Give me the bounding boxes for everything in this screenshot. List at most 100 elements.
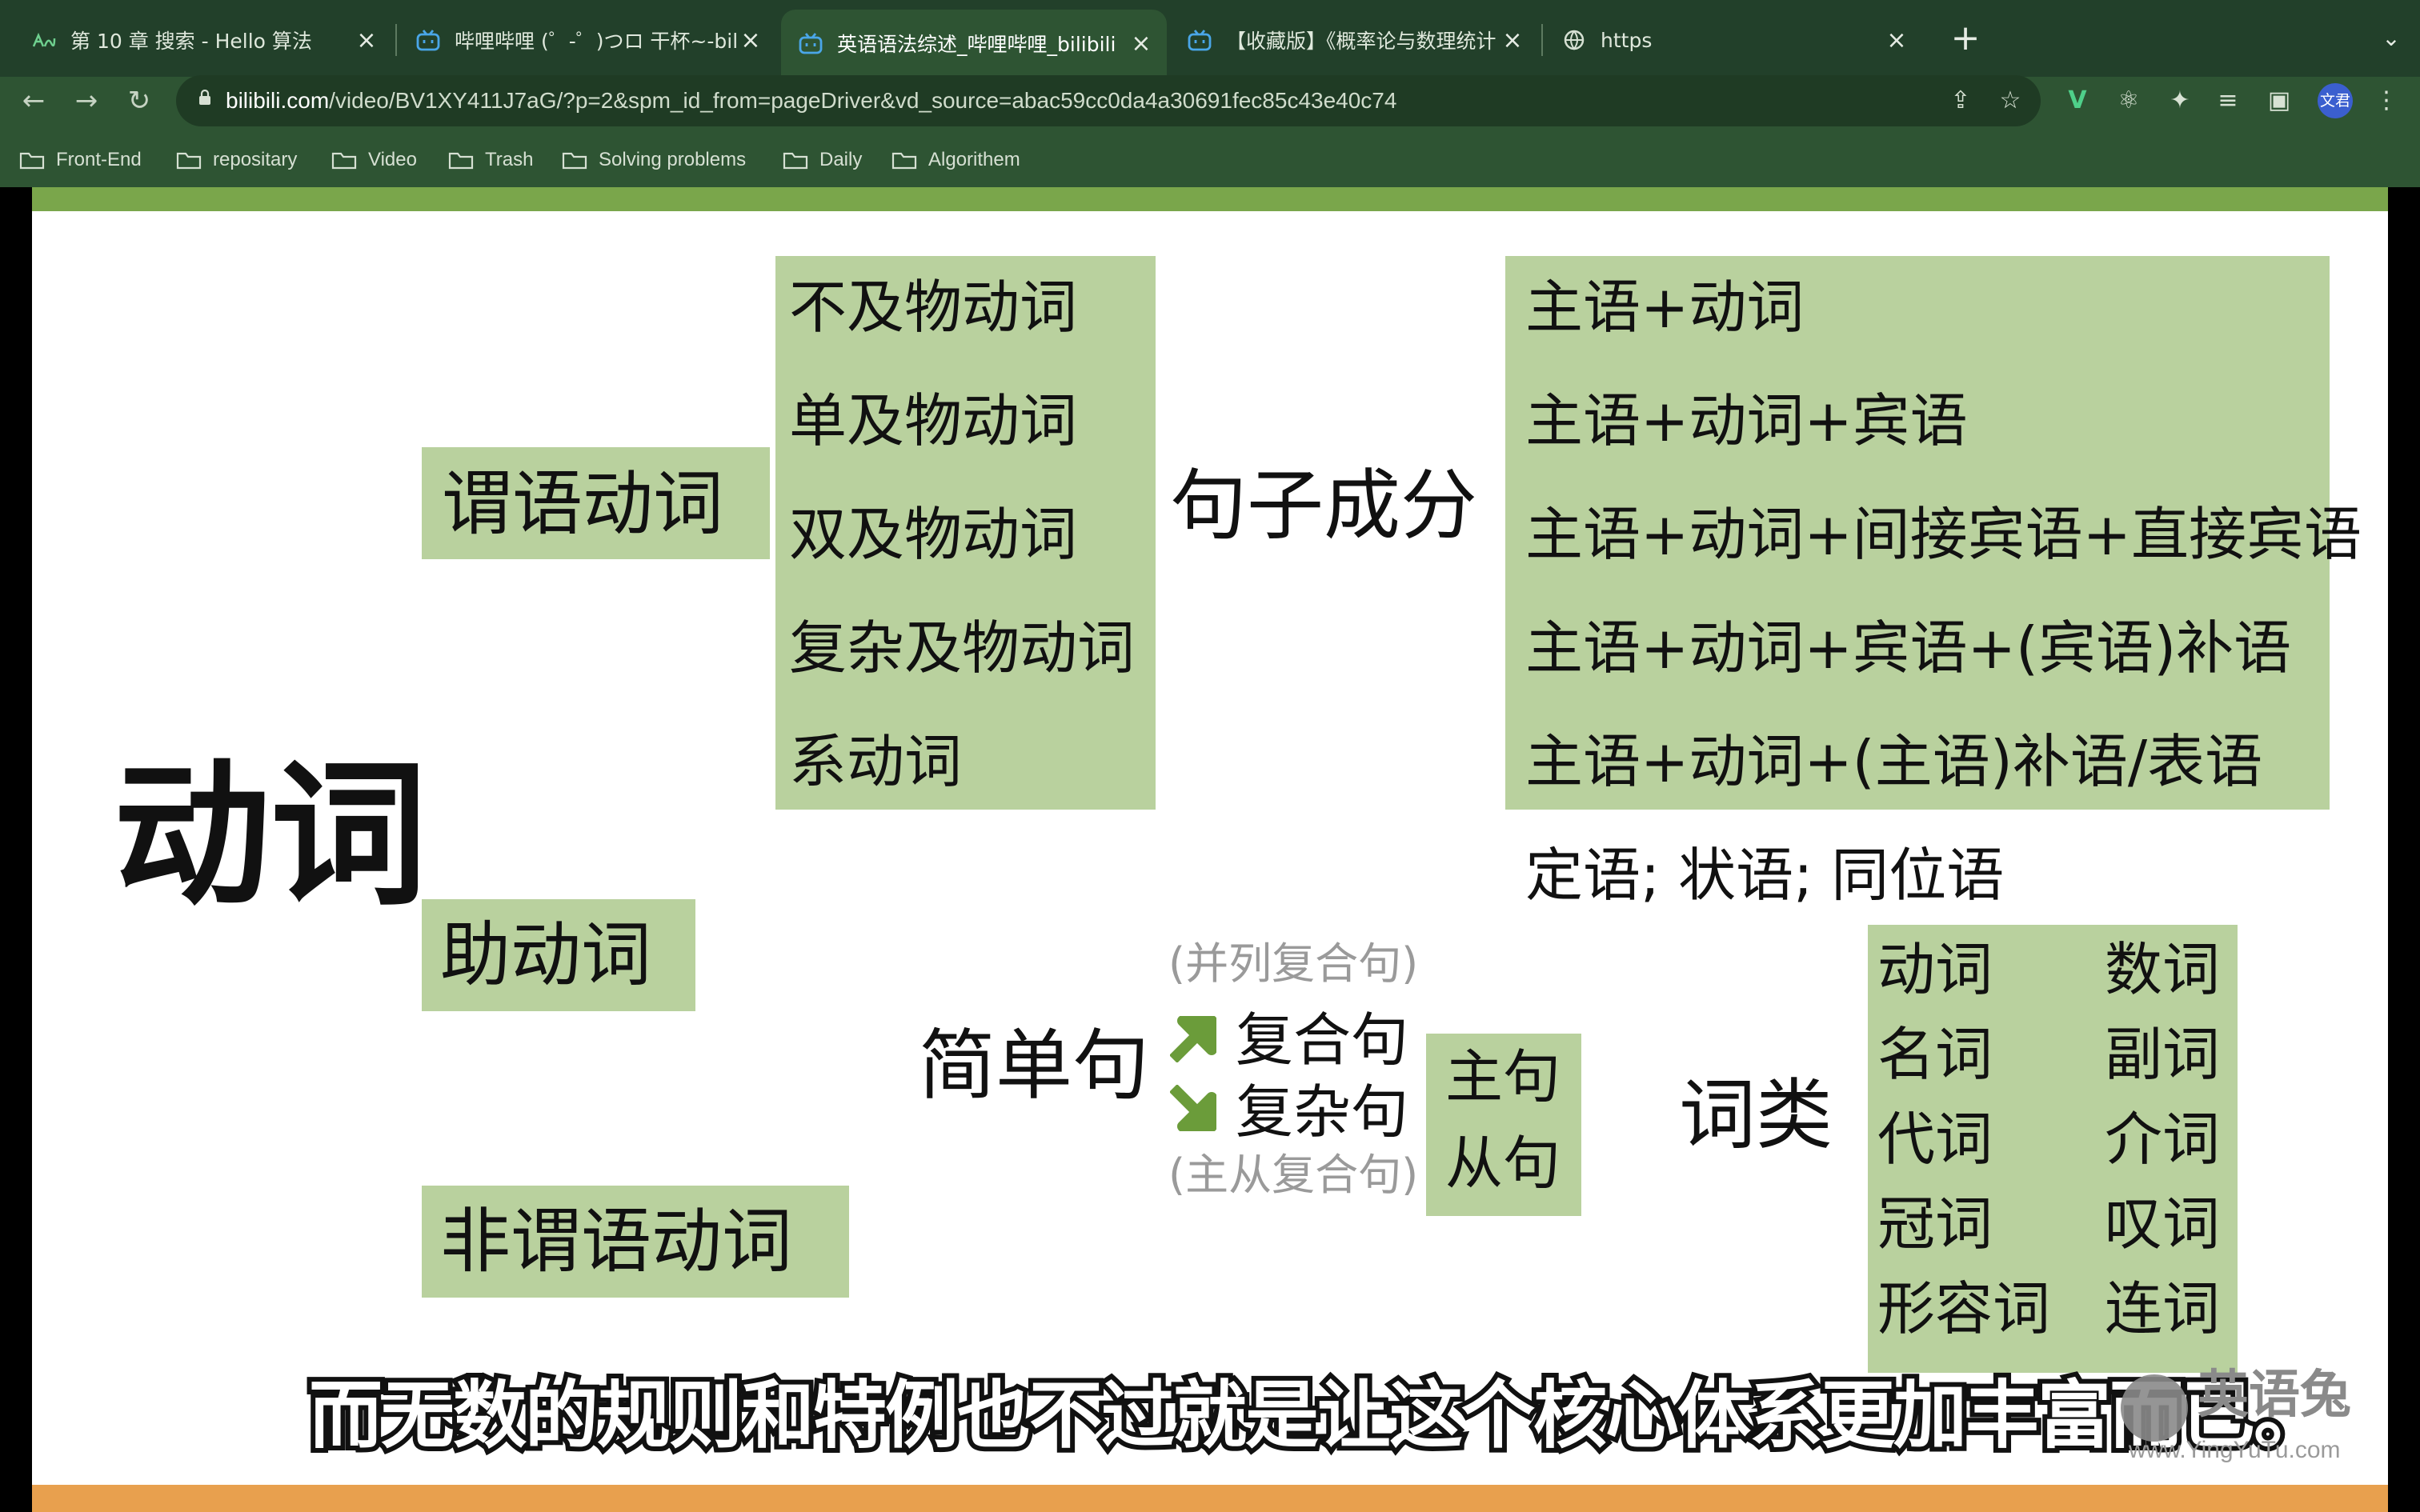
- word-class-item: 介词: [2105, 1106, 2221, 1173]
- predicate-verb-label: 谓语动词: [442, 462, 724, 545]
- verb-type-item: 不及物动词: [789, 274, 1078, 341]
- tab-https[interactable]: https ×: [1545, 11, 1922, 69]
- folder-icon: [783, 152, 808, 170]
- subordinate-clause-label: 从句: [1445, 1130, 1561, 1197]
- back-arrow-icon[interactable]: ←: [22, 85, 46, 117]
- word-class-item: 数词: [2105, 936, 2221, 1003]
- verb-types-box: [775, 256, 1156, 810]
- tab-grammar-video[interactable]: 英语语法综述_哔哩哔哩_bilibili ×: [781, 10, 1167, 77]
- word-class-item: 冠词: [1877, 1190, 1993, 1258]
- forward-arrow-icon[interactable]: →: [74, 85, 98, 117]
- arrow-up-right-icon: [1170, 1016, 1216, 1062]
- sentence-pattern-item: 主语+动词+(主语)补语/表语: [1525, 728, 2263, 795]
- star-icon[interactable]: ☆: [1999, 86, 2021, 114]
- word-class-item: 副词: [2105, 1021, 2221, 1088]
- tab-probability[interactable]: 【收藏版】《概率论与数理统计 ×: [1170, 11, 1538, 69]
- new-tab-button[interactable]: +: [1950, 18, 1981, 58]
- side-panel-icon[interactable]: ▣: [2267, 86, 2291, 114]
- bookmark-solving-problems[interactable]: Solving problems: [562, 144, 746, 176]
- tab-hello-algo[interactable]: 第 10 章 搜索 - Hello 算法 ×: [14, 11, 392, 69]
- bookmark-algorithem[interactable]: Algorithem: [891, 144, 1020, 176]
- watermark-logo: 英语兔 www.YingYuTu.com: [2121, 1365, 2361, 1463]
- menu-dots-icon[interactable]: ⋮: [2374, 86, 2398, 114]
- complex-note: (主从复合句): [1168, 1150, 1419, 1200]
- bookmark-repositary[interactable]: repositary: [176, 144, 297, 176]
- sentence-pattern-item: 主语+动词+宾语: [1525, 387, 1968, 454]
- slide-top-strip: [32, 187, 2388, 211]
- modifiers-label: 定语; 状语; 同位语: [1525, 842, 2005, 909]
- tab-divider: [1541, 24, 1543, 56]
- bookmarks-bar: Front-End repositary Video Trash Solving…: [0, 138, 2420, 179]
- extensions-puzzle-icon[interactable]: ✦: [2170, 86, 2190, 114]
- word-classes-box: [1868, 925, 2238, 1373]
- slide-bottom-strip: [32, 1485, 2388, 1512]
- arrow-down-right-icon: [1170, 1085, 1216, 1131]
- folder-icon: [331, 152, 357, 170]
- close-icon[interactable]: ×: [1886, 26, 1907, 54]
- reload-icon[interactable]: ↻: [127, 85, 151, 117]
- slide-main-title: 动词: [114, 743, 428, 927]
- video-player[interactable]: 动词 谓语动词 助动词 非谓语动词 不及物动词 单及物动词 双及物动词 复杂及物…: [32, 187, 2388, 1512]
- word-class-item: 叹词: [2105, 1190, 2221, 1258]
- folder-icon: [176, 152, 202, 170]
- bookmark-video[interactable]: Video: [331, 144, 417, 176]
- close-icon[interactable]: ×: [1502, 26, 1523, 54]
- tab-bilibili-home[interactable]: 哔哩哔哩 (゜-゜)つロ 干杯~-bili ×: [399, 11, 776, 69]
- verb-type-item: 单及物动词: [789, 387, 1078, 454]
- word-class-item: 动词: [1877, 936, 1993, 1003]
- nonpredicate-verb-label: 非谓语动词: [440, 1200, 793, 1282]
- watermark-url: www.YingYuTu.com: [2129, 1437, 2341, 1463]
- bookmark-front-end[interactable]: Front-End: [19, 144, 142, 176]
- bookmark-daily[interactable]: Daily: [783, 144, 862, 176]
- sentence-pattern-item: 主语+动词: [1525, 274, 1805, 341]
- verb-type-item: 复杂及物动词: [789, 614, 1136, 682]
- complex-sentence-label: 复杂句: [1236, 1078, 1409, 1146]
- tab-title: 哔哩哔哩 (゜-゜)つロ 干杯~-bili: [455, 30, 736, 53]
- predicate-verb-box: [422, 447, 770, 559]
- close-icon[interactable]: ×: [356, 26, 377, 54]
- bilibili-icon: [416, 28, 440, 52]
- bookmark-label: repositary: [213, 149, 298, 170]
- bookmark-label: Front-End: [56, 149, 142, 170]
- word-class-item: 代词: [1877, 1106, 1993, 1173]
- folder-icon: [448, 152, 474, 170]
- main-clause-label: 主句: [1445, 1043, 1561, 1110]
- hello-algo-icon: [32, 28, 56, 52]
- sentence-pattern-item: 主语+动词+宾语+(宾语)补语: [1525, 614, 2292, 682]
- close-icon[interactable]: ×: [1131, 29, 1152, 58]
- sentence-components-label: 句子成分: [1170, 461, 1477, 550]
- word-class-label: 词类: [1679, 1070, 1833, 1160]
- bilibili-icon: [1188, 28, 1212, 52]
- tab-title: 英语语法综述_哔哩哔哩_bilibili: [837, 33, 1116, 56]
- rabbit-logo-icon: [2121, 1374, 2188, 1442]
- browser-frame: 第 10 章 搜索 - Hello 算法 × 哔哩哔哩 (゜-゜)つロ 干杯~-…: [0, 0, 2420, 187]
- word-class-item: 名词: [1877, 1021, 1993, 1088]
- lock-icon: [199, 90, 210, 105]
- tab-title: 第 10 章 搜索 - Hello 算法: [70, 30, 312, 53]
- close-icon[interactable]: ×: [740, 26, 761, 54]
- address-url[interactable]: bilibili.com/video/BV1XY411J7aG/?p=2&spm…: [226, 85, 1396, 117]
- react-devtools-icon[interactable]: ⚛: [2118, 86, 2140, 114]
- auxiliary-verb-label: 助动词: [440, 914, 652, 996]
- sentence-patterns-box: [1505, 256, 2330, 810]
- bookmark-label: Trash: [485, 149, 534, 170]
- address-host: bilibili.com: [226, 88, 330, 113]
- tab-search-button[interactable]: ⌄: [2382, 25, 2401, 51]
- tab-title: 【收藏版】《概率论与数理统计: [1226, 30, 1496, 53]
- tab-divider: [395, 24, 397, 56]
- share-icon[interactable]: ⇪: [1950, 86, 1971, 114]
- bookmark-label: Solving problems: [599, 149, 747, 170]
- reading-list-icon[interactable]: ≡: [2218, 86, 2238, 114]
- address-bar[interactable]: bilibili.com/video/BV1XY411J7aG/?p=2&spm…: [176, 75, 2041, 126]
- folder-icon: [19, 152, 45, 170]
- vue-devtools-icon[interactable]: V: [2068, 86, 2087, 114]
- bookmark-label: Video: [368, 149, 417, 170]
- bookmark-trash[interactable]: Trash: [448, 144, 533, 176]
- folder-icon: [891, 152, 917, 170]
- compound-note: (并列复合句): [1168, 938, 1419, 989]
- profile-avatar[interactable]: 文君: [2318, 83, 2353, 118]
- word-class-item: 连词: [2105, 1275, 2221, 1342]
- bilibili-icon: [799, 31, 823, 55]
- tab-title: https: [1601, 28, 1653, 52]
- verb-type-item: 系动词: [789, 728, 963, 795]
